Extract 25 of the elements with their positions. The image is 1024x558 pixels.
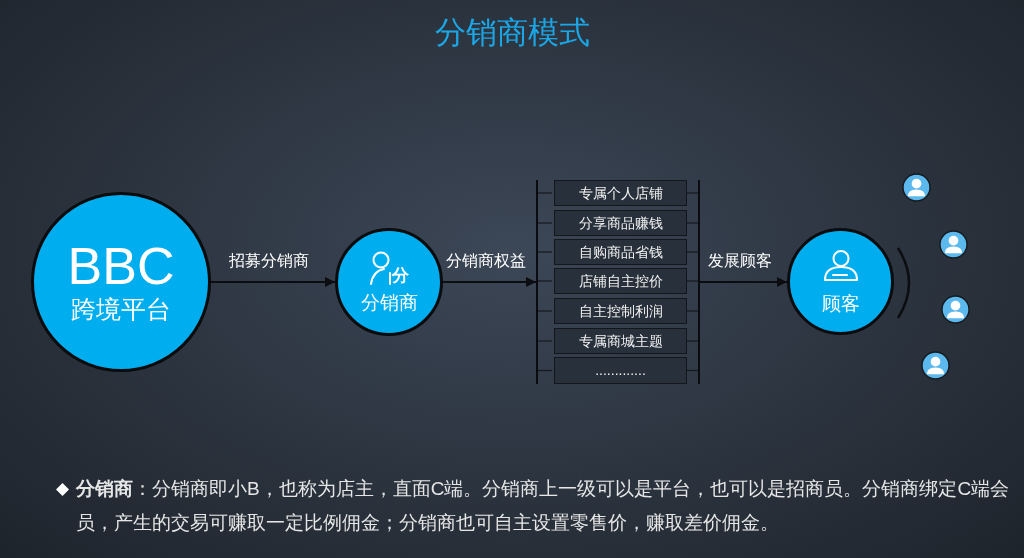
benefit-item: 自购商品省钱 [554, 239, 687, 265]
person-avatar-icon [902, 173, 931, 202]
node-label: 跨境平台 [71, 293, 171, 325]
edge-label: 分销商权益 [445, 251, 526, 271]
person-avatar-icon [941, 295, 970, 324]
edge-label: 招募分销商 [229, 251, 309, 271]
benefit-item: 专属商城主题 [554, 328, 687, 354]
benefit-item: 店铺自主控价 [554, 268, 687, 294]
node-label: 顾客 [821, 291, 860, 316]
bracket-frame [536, 180, 700, 384]
person-avatar-icon [939, 230, 968, 259]
benefit-item: 分享商品赚钱 [554, 210, 687, 236]
title: 分销商模式 [434, 14, 590, 52]
edge-label: 发展顾客 [707, 251, 772, 271]
icon-mark: 分 [392, 267, 409, 285]
arrow [210, 277, 336, 287]
node-title: BBC [67, 239, 175, 294]
arrow [699, 277, 788, 287]
benefit-item: 专属个人店铺 [554, 180, 687, 206]
arrow [442, 277, 537, 287]
benefit-item: 自主控制利润 [554, 298, 687, 324]
node-label: 分销商 [360, 291, 418, 315]
benefit-item: ............. [554, 357, 687, 384]
description-text: 分销商：分销商即小B，也称为店主，直面C端。分销商上一级可以是平台，也可以是招商员。分销商绑定C端会员，产生的交易可赚取一定比例佣金；分销商也可自主设置零售价，赚取差价佣金。 [76, 477, 1011, 535]
person-avatar-icon [921, 351, 950, 380]
